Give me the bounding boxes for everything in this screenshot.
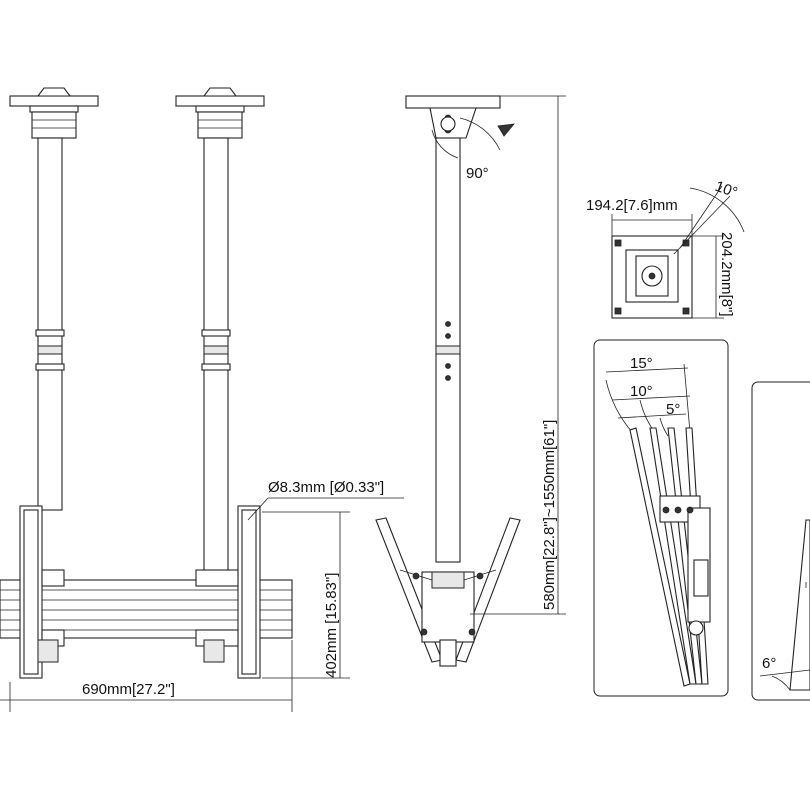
right-ceiling-plate (175, 87, 265, 139)
right-pole (203, 137, 229, 579)
left-pole (37, 137, 63, 511)
tilt-15-label: 15° (630, 355, 653, 372)
partial-detail-panel: 6° (751, 381, 810, 701)
right-vertical-bracket (195, 505, 261, 679)
left-vertical-bracket (19, 505, 65, 679)
tilt-10-label: 10° (630, 383, 653, 400)
tilt-6-label: 6° (762, 655, 776, 672)
plate-tilt-label: 10° (713, 178, 740, 202)
ceiling-plate-top-view: 194.2[7.6]mm 10° 204.2mm[8"] (586, 178, 745, 319)
tilt-5-label: 5° (666, 401, 680, 418)
height-402-label: 402mm [15.83"] (323, 573, 340, 678)
tilt-detail-panel: 15° 10° 5° (593, 339, 729, 697)
rotation-label: 90° (466, 165, 489, 182)
front-view: Ø8.3mm [Ø0.33"] 402mm [15.83"] 690mm[27.… (0, 87, 404, 712)
pole-height-label: 580mm[22.8"]~1550mm[61"] (541, 420, 558, 610)
plate-width-label: 194.2[7.6]mm (586, 197, 678, 214)
left-ceiling-plate (9, 87, 99, 139)
side-v-bracket (375, 517, 521, 667)
tilted-arms (629, 427, 711, 687)
width-690-label: 690mm[27.2"] (82, 681, 175, 698)
plate-height-label: 204.2mm[8"] (718, 232, 735, 317)
side-view: 90° 580mm[22.8"]~1550mm[61"] (375, 95, 566, 667)
hole-diameter-label: Ø8.3mm [Ø0.33"] (268, 479, 384, 496)
